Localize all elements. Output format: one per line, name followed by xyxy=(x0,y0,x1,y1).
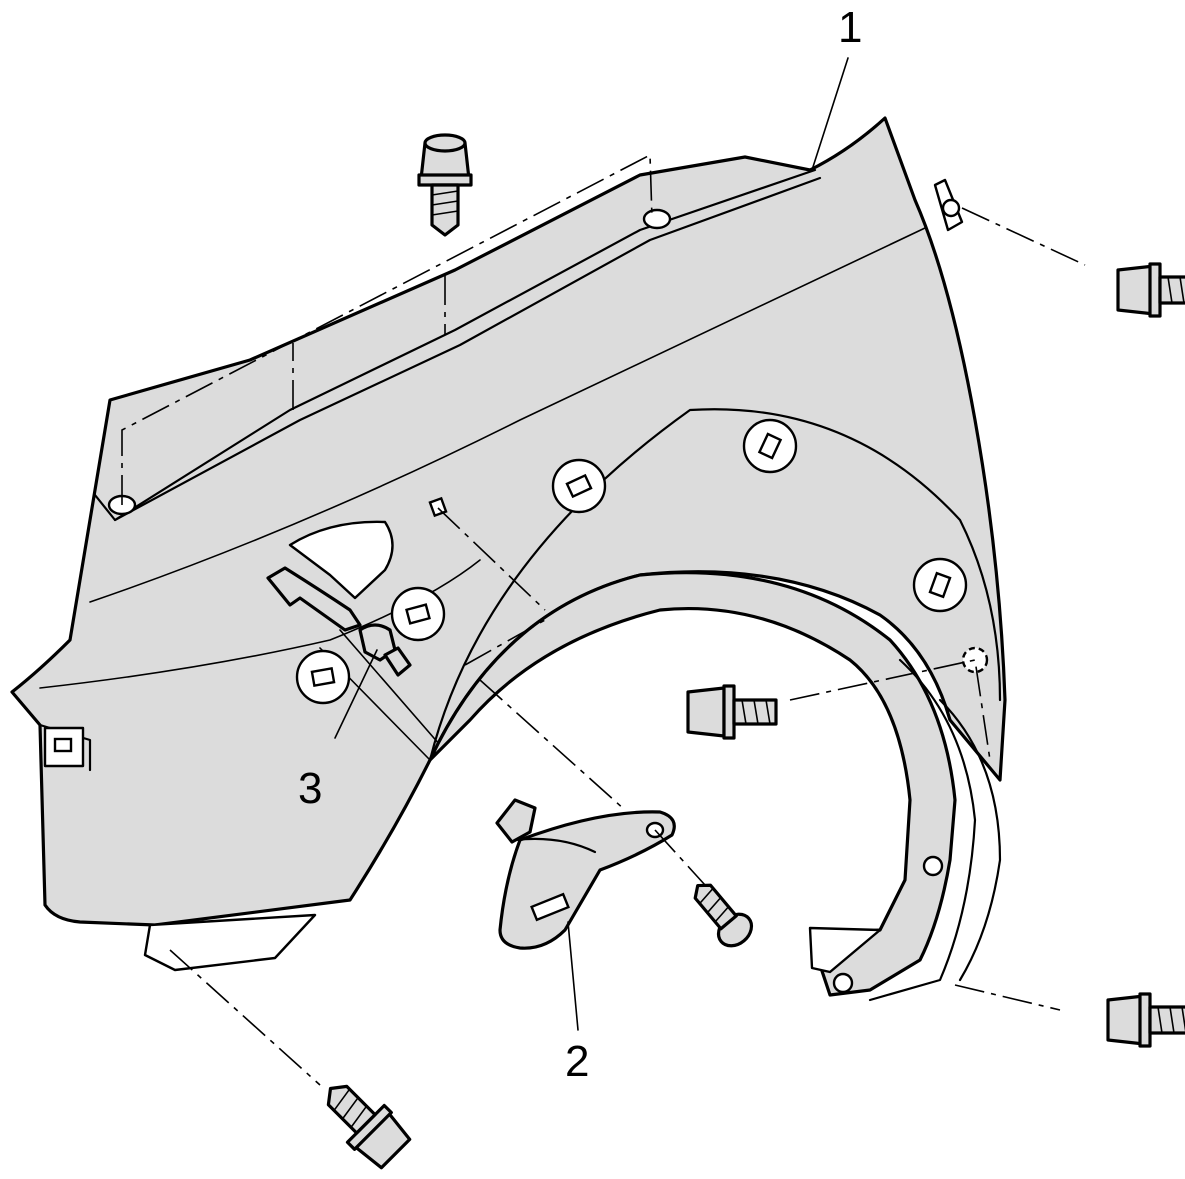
bolt-rear-lower xyxy=(1106,992,1185,1048)
callout-bracket: 2 xyxy=(565,1037,589,1086)
bolt-front-lower xyxy=(326,1084,412,1170)
wiring-connector xyxy=(358,623,412,677)
bolt-rear-upper xyxy=(1116,262,1185,318)
marker-bracket xyxy=(495,798,676,950)
wheel-arch-liner xyxy=(428,571,1002,1002)
clip-grommets xyxy=(295,418,989,705)
callout-connector: 3 xyxy=(298,764,322,813)
assembly-guide-lines xyxy=(121,153,1086,1086)
leader-lines xyxy=(334,57,849,1031)
bolt-wheel-arch xyxy=(686,684,778,740)
screw-bracket xyxy=(693,883,754,948)
callout-fender: 1 xyxy=(838,3,862,52)
fender-panel xyxy=(10,116,1007,972)
side-marker-opening xyxy=(266,520,394,632)
fender-mounting-holes xyxy=(43,178,964,768)
bolt-top xyxy=(417,133,473,237)
